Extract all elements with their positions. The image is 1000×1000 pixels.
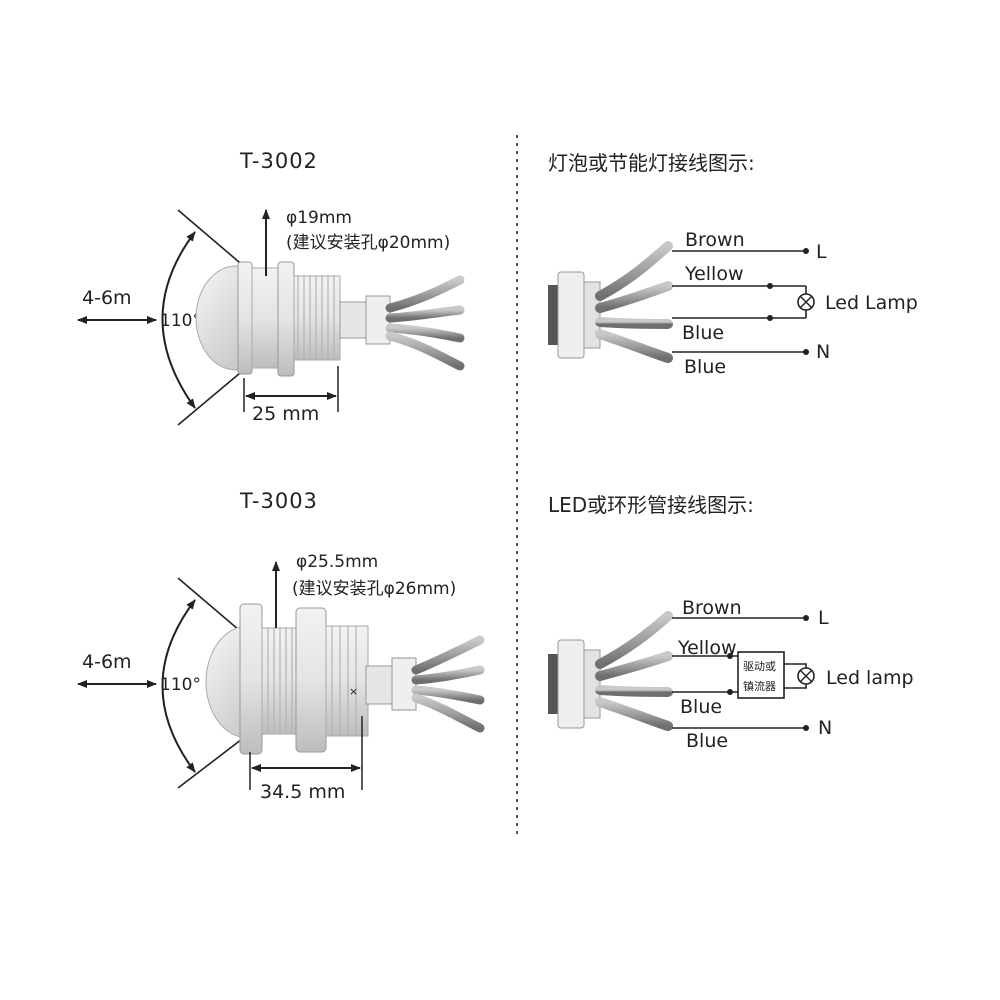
t3003-model-title: T-3003 — [239, 489, 318, 513]
wiring-bulb-brown-label: Brown — [685, 229, 745, 251]
wiring-led-yellow-label: Yellow — [677, 637, 737, 659]
t3003-hole-note: (建议安装孔φ26mm) — [292, 579, 456, 599]
wiring-bulb-terminal-n: N — [816, 341, 830, 363]
wiring-led-title: LED或环形管接线图示: — [548, 493, 754, 517]
wiring-led-brown-label: Brown — [682, 597, 742, 619]
wiring-bulb-title: 灯泡或节能灯接线图示: — [548, 151, 755, 175]
t3002-hole-note: (建议安装孔φ20mm) — [286, 233, 450, 253]
t3003-range-label: 4-6m — [82, 651, 132, 673]
t3003-angle-arc — [161, 599, 196, 773]
wiring-led-lamp-icon — [797, 667, 815, 685]
t3002-angle-arc — [161, 231, 196, 409]
wiring-bulb-section: 灯泡或节能灯接线图示: Brown L Yellow Blue Led — [548, 151, 918, 378]
t3002-angle-line-bottom — [177, 367, 247, 426]
wiring-led-connector — [548, 611, 673, 731]
wiring-led-blue1-label: Blue — [680, 696, 722, 718]
wiring-led-lamp-label: Led lamp — [826, 667, 914, 689]
wiring-led-driver-line1: 驱动或 — [743, 660, 776, 673]
wiring-bulb-terminal-l: L — [816, 241, 827, 263]
t3003-angle-line-top — [177, 577, 247, 637]
t3002-range-label: 4-6m — [82, 287, 132, 309]
wiring-led-driver-box — [737, 651, 785, 699]
wiring-bulb-yellow-label: Yellow — [684, 263, 744, 285]
t3002-length-label: 25 mm — [252, 403, 319, 425]
t3002-model-title: T-3002 — [239, 149, 318, 173]
wiring-led-blue2-label: Blue — [686, 730, 728, 752]
t3002-sensor-image — [195, 261, 465, 377]
t3003-sensor-image: × — [205, 603, 485, 755]
t3002-angle-label: 110° — [160, 311, 201, 331]
t3002-angle-line-top — [177, 209, 247, 269]
wiring-bulb-connector — [548, 241, 673, 363]
t3002-diameter-label: φ19mm — [286, 208, 352, 228]
svg-text:×: × — [349, 685, 358, 698]
t3003-angle-label: 110° — [160, 675, 201, 695]
wiring-led-terminal-n: N — [818, 717, 832, 739]
wiring-led-section: LED或环形管接线图示: Brown L Yellow Blue 驱动或 镇流器 — [548, 493, 914, 752]
t3002-section: T-3002 4-6m 110° — [77, 149, 465, 426]
wiring-bulb-lamp-label: Led Lamp — [825, 292, 918, 314]
wiring-led-terminal-l: L — [818, 607, 829, 629]
wiring-bulb-lamp-icon — [797, 293, 815, 311]
t3003-length-label: 34.5 mm — [260, 781, 345, 803]
wiring-bulb-blue1-label: Blue — [682, 322, 724, 344]
wiring-led-driver-line2: 镇流器 — [743, 679, 776, 693]
t3003-angle-line-bottom — [177, 735, 247, 789]
t3003-section: T-3003 4-6m 110° × — [77, 489, 485, 803]
wiring-bulb-blue2-label: Blue — [684, 356, 726, 378]
t3003-diameter-label: φ25.5mm — [296, 552, 378, 572]
